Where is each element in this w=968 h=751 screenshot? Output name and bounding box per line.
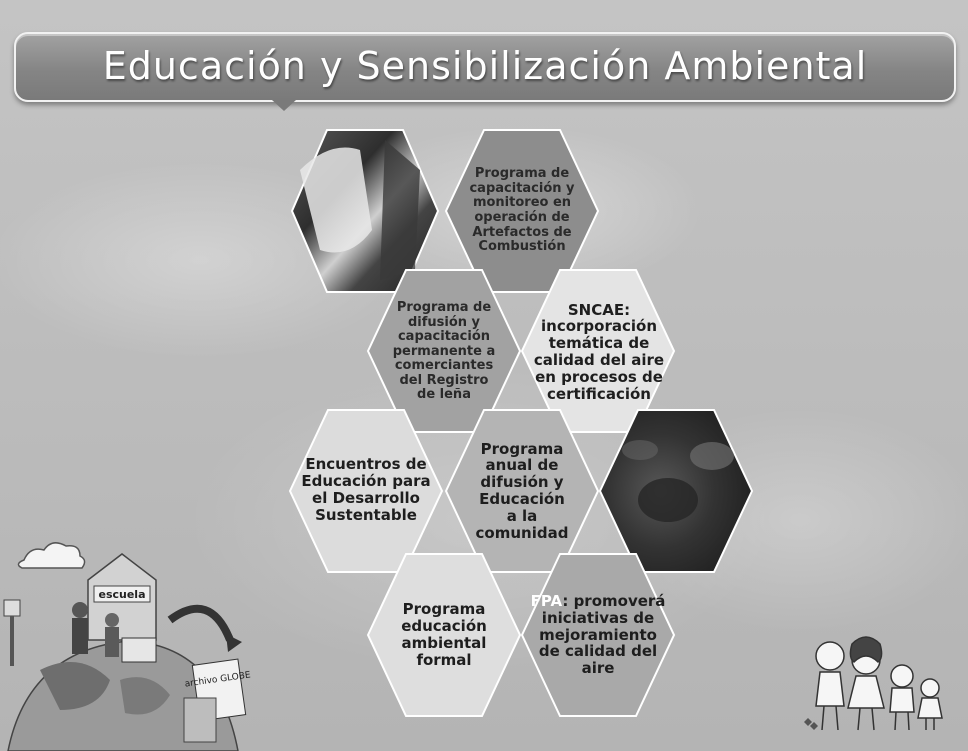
child-figure-3 <box>890 664 914 688</box>
hexagon-6-label: Programa educación ambiental formal <box>401 600 487 669</box>
hexagon-4 <box>288 409 444 573</box>
child-figure-1 <box>815 641 845 671</box>
hexagon-7 <box>520 553 676 717</box>
hexagon-6 <box>366 553 522 717</box>
hexagon-1-label: Programa de capacitación y monitoreo en … <box>469 166 575 255</box>
computer-icon <box>121 637 157 663</box>
photo-hexagon-landscape <box>598 409 754 573</box>
title-banner-tab <box>272 100 296 111</box>
child-figure-4 <box>920 678 940 698</box>
title-banner: Educación y Sensibilización Ambiental <box>14 32 956 111</box>
slide-title: Educación y Sensibilización Ambiental <box>102 44 868 88</box>
fpa-highlight: FPA <box>530 592 563 610</box>
hexagon-3-label: SNCAE: incorporación temática de calidad… <box>533 300 665 403</box>
school-globe-illustration: escuela archivo GLOBE <box>3 542 252 751</box>
mailbox-icon <box>3 599 21 617</box>
hexagon-2-label: Programa de difusión y capacitación perm… <box>392 300 496 403</box>
hexagon-4-label: Encuentros de Educación para el Desarrol… <box>301 455 431 524</box>
school-sign: escuela <box>98 588 145 601</box>
hexagon-7-label: FPA: promoverá iniciativas de mejoramien… <box>528 580 668 690</box>
hexagon-5-label: Programa anual de difusión y Educación a… <box>475 439 569 542</box>
family-illustration <box>804 636 943 731</box>
flower-icon <box>804 718 818 730</box>
fpa-rest: : promoverá iniciativas de mejoramiento … <box>538 592 666 678</box>
cloud-icon <box>17 542 86 569</box>
photo-hexagon-worker <box>290 129 440 293</box>
